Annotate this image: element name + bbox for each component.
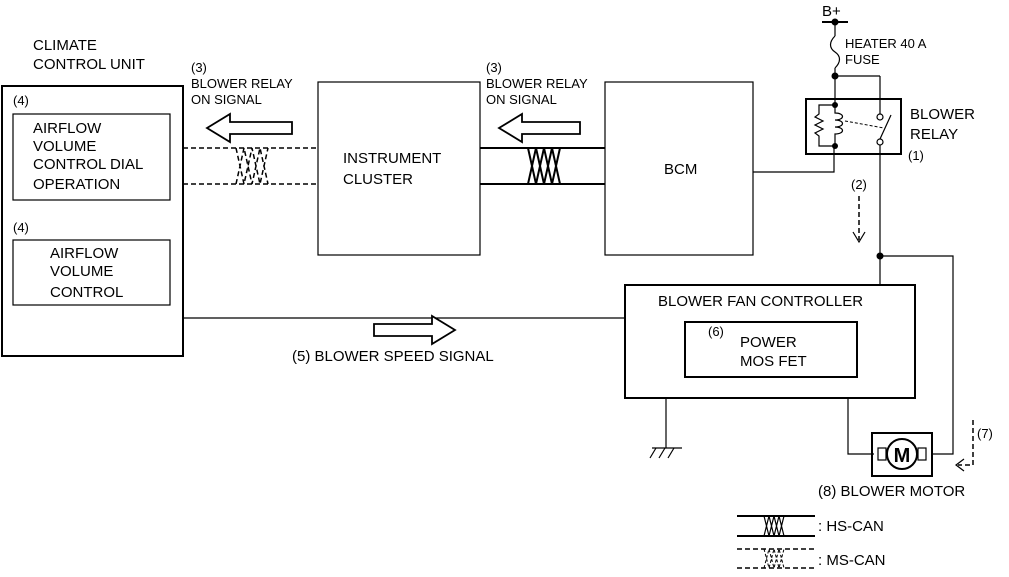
box2-line3: CONTROL xyxy=(50,284,123,301)
arrow-right xyxy=(373,314,457,346)
arrow-left-1 xyxy=(205,112,293,144)
signal-mid-line2: ON SIGNAL xyxy=(486,92,557,107)
blower-fan-controller: BLOWER FAN CONTROLLER (6) POWER MOS FET xyxy=(624,284,916,399)
relay-num: (1) xyxy=(908,148,924,163)
mosfet-line2: MOS FET xyxy=(740,353,807,370)
box1-line2: VOLUME xyxy=(33,138,96,155)
hs-can-bus xyxy=(480,147,605,185)
bfc-inner-num: (6) xyxy=(708,324,724,339)
blower-relay: BLOWER RELAY (1) xyxy=(805,98,975,163)
motor-feed-wire xyxy=(880,255,954,455)
instrument-cluster: INSTRUMENT CLUSTER xyxy=(317,81,481,256)
cluster-line1: INSTRUMENT xyxy=(343,150,441,167)
box2-line1: AIRFLOW xyxy=(50,245,119,262)
bcm-to-relay-wire xyxy=(753,146,835,173)
step2-label: (2) xyxy=(851,177,867,192)
signal-left-line1: BLOWER RELAY xyxy=(191,76,293,91)
instrument-cluster-box xyxy=(317,81,481,256)
climate-control-unit: CLIMATE CONTROL UNIT (4) AIRFLOW VOLUME … xyxy=(1,37,184,357)
ccu-box xyxy=(1,85,184,357)
ccu-box1-num: (4) xyxy=(13,93,29,108)
blower-motor: M (8) BLOWER MOTOR xyxy=(818,432,965,500)
signal-left-num: (3) xyxy=(191,60,207,75)
box2-line2: VOLUME xyxy=(50,263,113,280)
blower-speed-signal-label: (5) BLOWER SPEED SIGNAL xyxy=(292,348,494,365)
motor-return-wire xyxy=(847,398,874,455)
blower-motor-box xyxy=(871,432,933,477)
signal-mid-line1: BLOWER RELAY xyxy=(486,76,588,91)
legend-ms-label: : MS-CAN xyxy=(818,552,886,569)
fuse-symbol xyxy=(829,35,841,69)
power-mos-fet-box xyxy=(684,321,858,378)
signal-mid-num: (3) xyxy=(486,60,502,75)
ground-symbol xyxy=(649,398,682,459)
step7-label: (7) xyxy=(977,426,993,441)
step-7-indicator: (7) xyxy=(955,420,993,472)
bcm-box xyxy=(604,81,754,256)
power-supply: B+ HEATER 40 A FUSE xyxy=(822,3,927,114)
blower-relay-box xyxy=(805,98,902,155)
legend-hs-label: : HS-CAN xyxy=(818,518,884,535)
blower-fan-controller-box xyxy=(624,284,916,399)
legend-ms-can: : MS-CAN xyxy=(737,547,886,570)
legend-hs-can: : HS-CAN xyxy=(737,515,884,537)
fuse-line1: HEATER 40 A xyxy=(845,36,927,51)
fuse-line2: FUSE xyxy=(845,52,880,67)
airflow-dial-operation-box xyxy=(12,113,171,201)
bcm: BCM xyxy=(604,81,754,256)
ccu-title-line1: CLIMATE xyxy=(33,37,97,54)
motor-symbol: M xyxy=(894,445,911,467)
relay-line1: BLOWER xyxy=(910,106,975,123)
ms-can-bus xyxy=(183,147,318,185)
box1-line3: CONTROL DIAL xyxy=(33,156,143,173)
bcm-label: BCM xyxy=(664,161,697,178)
airflow-volume-control-box xyxy=(12,239,171,306)
bfc-title: BLOWER FAN CONTROLLER xyxy=(658,293,863,310)
arrow-left-2 xyxy=(497,112,581,144)
box1-line1: AIRFLOW xyxy=(33,120,102,137)
legend: : HS-CAN : MS-CAN xyxy=(737,515,886,570)
signal-label-left: (3) BLOWER RELAY ON SIGNAL xyxy=(191,60,293,107)
bplus-label: B+ xyxy=(822,3,841,20)
blower-motor-label: (8) BLOWER MOTOR xyxy=(818,483,965,500)
cluster-line2: CLUSTER xyxy=(343,171,413,188)
box1-line4: OPERATION xyxy=(33,176,120,193)
step-2-indicator: (2) xyxy=(851,177,867,244)
relay-line2: RELAY xyxy=(910,126,958,143)
ccu-box2-num: (4) xyxy=(13,220,29,235)
ccu-title-line2: CONTROL UNIT xyxy=(33,56,145,73)
signal-left-line2: ON SIGNAL xyxy=(191,92,262,107)
mosfet-line1: POWER xyxy=(740,334,797,351)
signal-label-mid: (3) BLOWER RELAY ON SIGNAL xyxy=(486,60,588,107)
